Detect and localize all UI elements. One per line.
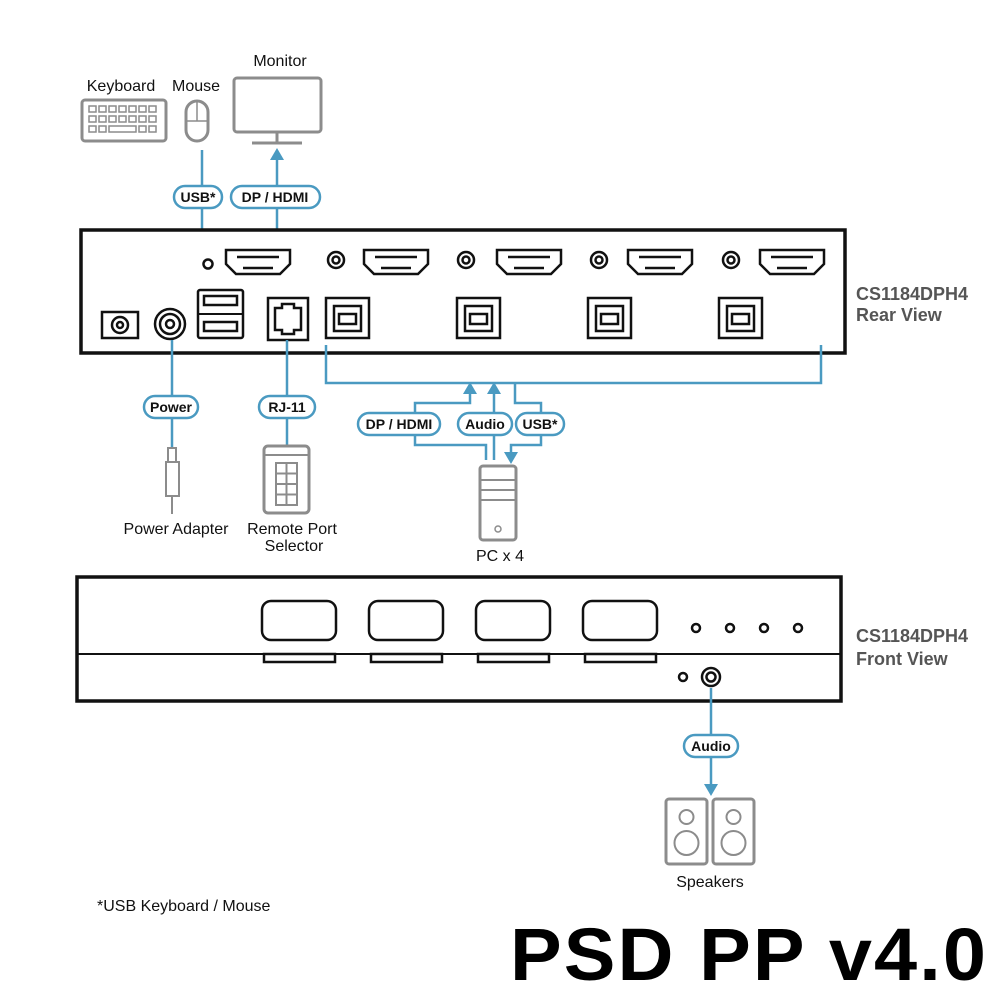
monitor-label: Monitor xyxy=(253,53,307,70)
footnote: *USB Keyboard / Mouse xyxy=(97,898,271,915)
audio-front-pill: Audio xyxy=(682,733,740,759)
svg-text:RJ-11: RJ-11 xyxy=(268,399,306,415)
remote-port-label-line1: Remote Port xyxy=(247,521,337,538)
dc-power-jack xyxy=(153,307,187,341)
power-switch xyxy=(100,310,140,340)
front-indicator-led xyxy=(677,671,689,683)
speakers-label: Speakers xyxy=(676,874,744,891)
front-view-label: Front View xyxy=(856,649,949,669)
svg-text:Power: Power xyxy=(150,399,193,415)
usb-a-ports xyxy=(196,288,245,340)
pc-cable-bus xyxy=(324,345,823,464)
svg-text:USB*: USB* xyxy=(522,416,558,432)
rear-indicator-hole xyxy=(202,258,214,270)
front-model-label: CS1184DPH4 xyxy=(856,626,968,646)
dp-hdmi-pc-pill: DP / HDMI xyxy=(356,411,442,437)
power-pill: Power xyxy=(142,394,200,420)
front-audio-jack xyxy=(700,666,722,688)
rear-view-label: Rear View xyxy=(856,305,943,325)
svg-text:DP / HDMI: DP / HDMI xyxy=(242,189,309,205)
port-select-button-1 xyxy=(260,599,338,664)
pc-port-group-4 xyxy=(717,248,826,340)
audio-pc-pill: Audio xyxy=(456,411,514,437)
svg-text:DP / HDMI: DP / HDMI xyxy=(366,416,433,432)
pc-port-group-2 xyxy=(455,248,563,340)
keyboard-icon xyxy=(80,98,168,143)
pc-label: PC x 4 xyxy=(476,548,524,565)
mouse-label: Mouse xyxy=(172,78,220,95)
watermark: PSD PP v4.0 xyxy=(510,913,988,996)
pc-port-group-1 xyxy=(324,248,430,340)
power-adapter-label: Power Adapter xyxy=(124,521,230,538)
svg-text:Audio: Audio xyxy=(691,738,731,754)
usb-top-pill: USB* xyxy=(172,184,224,210)
rear-panel-chassis xyxy=(79,228,847,355)
port-leds xyxy=(690,622,804,634)
power-adapter-icon xyxy=(165,447,180,514)
dp-hdmi-top-pill: DP / HDMI xyxy=(229,184,322,210)
svg-text:USB*: USB* xyxy=(180,189,216,205)
speakers-icon xyxy=(664,797,756,866)
rj11-pill: RJ-11 xyxy=(257,394,317,420)
mouse-icon xyxy=(184,99,210,143)
pc-tower-icon xyxy=(478,464,518,542)
port-select-button-4 xyxy=(581,599,659,664)
port-select-button-3 xyxy=(474,599,552,664)
port-select-button-2 xyxy=(367,599,445,664)
svg-text:Audio: Audio xyxy=(465,416,505,432)
monitor-icon xyxy=(232,76,323,145)
front-panel-chassis xyxy=(75,575,843,703)
console-hdmi-port xyxy=(224,248,292,276)
remote-port-selector-icon xyxy=(262,444,311,515)
remote-port-label-line2: Selector xyxy=(265,538,324,555)
keyboard-label: Keyboard xyxy=(87,78,156,95)
rear-model-label: CS1184DPH4 xyxy=(856,284,968,304)
usb-pc-pill: USB* xyxy=(514,411,566,437)
pc-port-group-3 xyxy=(586,248,694,340)
